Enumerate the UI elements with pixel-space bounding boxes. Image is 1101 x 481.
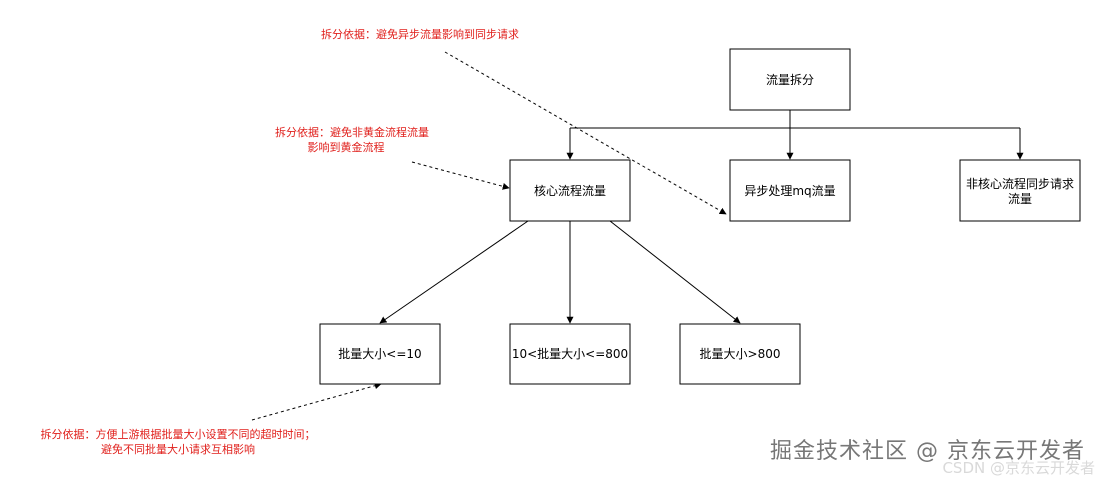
node-core-label: 核心流程流量	[534, 183, 606, 198]
core-note-line2: 影响到黄金流程	[308, 140, 385, 154]
annotation-edges	[251, 51, 727, 421]
edges	[379, 110, 1024, 324]
edge-core-to-large	[609, 220, 741, 324]
node-root: 流量拆分	[729, 48, 851, 111]
watermark: 掘金技术社区 @ 京东云开发者 CSDN @京东云开发者	[770, 439, 1095, 477]
async-note: 拆分依据：避免异步流量影响到同步请求	[321, 27, 519, 41]
node-async-box	[729, 159, 851, 222]
batch-note-line2: 避免不同批量大小请求互相影响	[101, 442, 255, 456]
watermark-main-text: 掘金技术社区 @ 京东云开发者	[770, 439, 1085, 464]
node-batch-mid-label: 10<批量大小<=800	[512, 346, 628, 361]
node-noncore-box	[959, 159, 1081, 222]
batch-note-line1: 拆分依据：方便上游根据批量大小设置不同的超时时间；	[41, 427, 316, 441]
node-batch-large-label: 批量大小>800	[700, 346, 781, 361]
node-batch-small-label: 批量大小<=10	[338, 346, 421, 361]
node-root-box	[729, 48, 851, 111]
core-note-line1: 拆分依据：避免非黄金流程流量	[275, 125, 429, 139]
batch-note-pointer	[251, 382, 382, 421]
node-batch-small-box	[319, 323, 441, 385]
node-noncore: 非核心流程同步请求 流量	[959, 159, 1081, 222]
node-batch-mid-box	[509, 323, 631, 385]
node-root-label: 流量拆分	[766, 72, 814, 87]
node-batch-mid: 10<批量大小<=800	[509, 323, 631, 385]
node-async-label: 异步处理mq流量	[744, 184, 835, 198]
node-async: 异步处理mq流量	[729, 159, 851, 222]
node-core: 核心流程流量	[509, 159, 631, 222]
node-noncore-label-line2: 流量	[1008, 192, 1032, 206]
node-batch-large: 批量大小>800	[679, 323, 801, 385]
watermark-sub-text: CSDN @京东云开发者	[942, 459, 1095, 477]
node-noncore-label-line1: 非核心流程同步请求	[966, 176, 1074, 191]
core-note-pointer	[411, 161, 510, 190]
node-core-box	[509, 159, 631, 222]
edge-core-to-small	[379, 220, 529, 324]
notes: 拆分依据：避免异步流量影响到同步请求 拆分依据：避免非黄金流程流量 影响到黄金流…	[41, 27, 520, 456]
async-note-pointer	[444, 51, 727, 215]
node-batch-large-box	[679, 323, 801, 385]
node-batch-small: 批量大小<=10	[319, 323, 441, 385]
